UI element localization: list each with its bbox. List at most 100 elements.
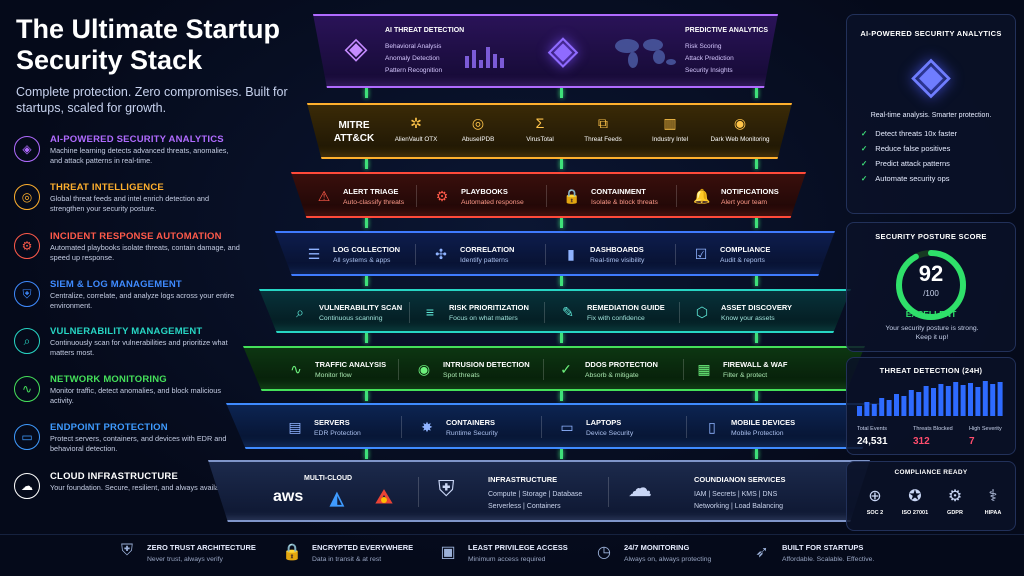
divider bbox=[541, 416, 542, 438]
divider bbox=[686, 416, 687, 438]
threat-bar bbox=[982, 381, 988, 416]
endpoint-sub: Device Security bbox=[586, 429, 634, 437]
score-max: /100 bbox=[923, 289, 939, 298]
threat-bar bbox=[945, 386, 951, 416]
left-item-title: AI-POWERED SECURITY ANALYTICS bbox=[50, 134, 224, 145]
compliance-panel: COMPLIANCE READY ⊕SOC 2 ✪ISO 27001 ⚙GDPR… bbox=[846, 461, 1016, 531]
aws-logo: aws bbox=[273, 488, 304, 505]
connector bbox=[365, 449, 368, 459]
cube-icon: ⬡ bbox=[695, 303, 709, 320]
ai-detection-title: AI THREAT DETECTION bbox=[385, 27, 465, 34]
connector bbox=[755, 333, 758, 343]
compliance-item: ⊕ SOC 2 bbox=[857, 486, 893, 516]
siem-title: DASHBOARDS bbox=[590, 245, 644, 254]
cloud-icon: ☁ bbox=[14, 473, 40, 499]
scan-icon: ⌕ bbox=[296, 303, 304, 320]
check-label: Predict attack patterns bbox=[875, 159, 950, 168]
ir-title: ALERT TRIAGE bbox=[343, 186, 399, 196]
left-item: ◎ THREAT INTELLIGENCE Global threat feed… bbox=[10, 180, 310, 226]
connector bbox=[365, 391, 368, 401]
check-icon: ✓ bbox=[861, 174, 868, 183]
bottom-feature-title: ZERO TRUST ARCHITECTURE bbox=[147, 543, 256, 552]
bottom-feature-sub: Minimum access required bbox=[468, 556, 546, 563]
threat-bar bbox=[968, 383, 973, 416]
connector bbox=[560, 88, 563, 98]
stat-value: 7 bbox=[969, 436, 975, 447]
left-item-desc: Protect servers, containers, and devices… bbox=[50, 434, 227, 453]
score-caption: Your security posture is strong. Keep it… bbox=[885, 325, 979, 341]
infra-line: Serverless | Containers bbox=[488, 503, 561, 510]
check-label: Detect threats 10x faster bbox=[875, 129, 958, 138]
intel-source-label: Dark Web Monitoring bbox=[710, 136, 770, 143]
crosshair-icon: ◎ bbox=[471, 115, 485, 131]
connector bbox=[755, 218, 758, 228]
threat-bar bbox=[975, 387, 981, 416]
warning-icon: ⚠ bbox=[317, 187, 331, 204]
bottom-feature-title: BUILT FOR STARTUPS bbox=[782, 543, 864, 552]
vuln-sub: Fix with confidence bbox=[587, 314, 645, 322]
connector bbox=[560, 391, 563, 401]
compliance-label: ISO 27001 bbox=[901, 510, 929, 516]
compliance-label: SOC 2 bbox=[866, 510, 884, 516]
services-lines: IAM | Secrets | KMS | DNS Networking | L… bbox=[694, 489, 783, 513]
bottom-feature-sub: Data in transit & at rest bbox=[312, 556, 382, 563]
vuln-sub: Focus on what matters bbox=[449, 314, 518, 322]
magnifier-icon: ⌕ bbox=[14, 328, 40, 354]
threat-panel: THREAT DETECTION (24H) Total Events 24,5… bbox=[846, 357, 1016, 455]
divider bbox=[675, 243, 676, 266]
threat-bar bbox=[908, 390, 914, 416]
graph-icon: ✣ bbox=[435, 246, 447, 262]
vuln-title: VULNERABILITY SCAN bbox=[319, 302, 403, 312]
net-title: INTRUSION DETECTION bbox=[443, 360, 530, 369]
compliance-label: HIPAA bbox=[984, 510, 1002, 516]
predictive-line: Risk Scoring bbox=[685, 43, 722, 50]
intel-source: ▥Industry Intel bbox=[639, 105, 701, 159]
lock-icon: 🔒 bbox=[282, 544, 302, 561]
intel-source-label: AbuseIPDB bbox=[461, 136, 495, 143]
caduceus-icon: ⚕ bbox=[988, 488, 998, 505]
infra-line: Compute | Storage | Database bbox=[488, 491, 583, 498]
left-item: ⚙ INCIDENT RESPONSE AUTOMATION Automated… bbox=[10, 229, 310, 275]
left-item-desc: Centralize, correlate, and analyze logs … bbox=[50, 291, 235, 310]
vuln-title: RISK PRIORITIZATION bbox=[449, 302, 529, 312]
threat-bar bbox=[857, 406, 862, 416]
brain-icon: ◈ bbox=[14, 136, 40, 162]
compliance-item: ✪ISO 27001 bbox=[895, 486, 935, 516]
target-icon: ◎ bbox=[14, 184, 40, 210]
intel-source-label: AlienVault OTX bbox=[394, 136, 438, 143]
endpoint-title: SERVERS bbox=[314, 417, 350, 427]
threat-bar bbox=[960, 385, 966, 416]
left-item: ⛨ SIEM & LOG MANAGEMENT Centralize, corr… bbox=[10, 277, 310, 323]
divider bbox=[546, 185, 547, 207]
globe-icon: ⊕ bbox=[868, 488, 882, 505]
check-item: ✓Automate security ops bbox=[861, 174, 1015, 183]
ir-title: PLAYBOOKS bbox=[461, 186, 508, 196]
vuln-title: REMEDIATION GUIDE bbox=[587, 302, 665, 312]
cloud-lock-icon: ☁ bbox=[628, 475, 652, 502]
clock-icon: ◷ bbox=[597, 544, 611, 561]
connector bbox=[365, 159, 368, 169]
intel-source: ✲AlienVault OTX bbox=[385, 105, 447, 159]
left-item-title: INCIDENT RESPONSE AUTOMATION bbox=[50, 231, 222, 242]
left-item-title: ENDPOINT PROTECTION bbox=[50, 422, 168, 433]
net-sub: Absorb & mitigate bbox=[585, 372, 639, 379]
bottom-feature-sub: Never trust, always verify bbox=[147, 556, 223, 563]
check-icon: ✓ bbox=[861, 129, 868, 138]
shield-check-icon: ⛨ bbox=[120, 542, 133, 559]
connector bbox=[560, 333, 563, 343]
endpoint-title: MOBILE DEVICES bbox=[731, 417, 796, 427]
left-item-title: CLOUD INFRASTRUCTURE bbox=[50, 471, 179, 482]
connector bbox=[365, 333, 368, 343]
server-icon: ▤ bbox=[288, 418, 302, 435]
intel-source-label: Industry Intel bbox=[651, 136, 689, 143]
